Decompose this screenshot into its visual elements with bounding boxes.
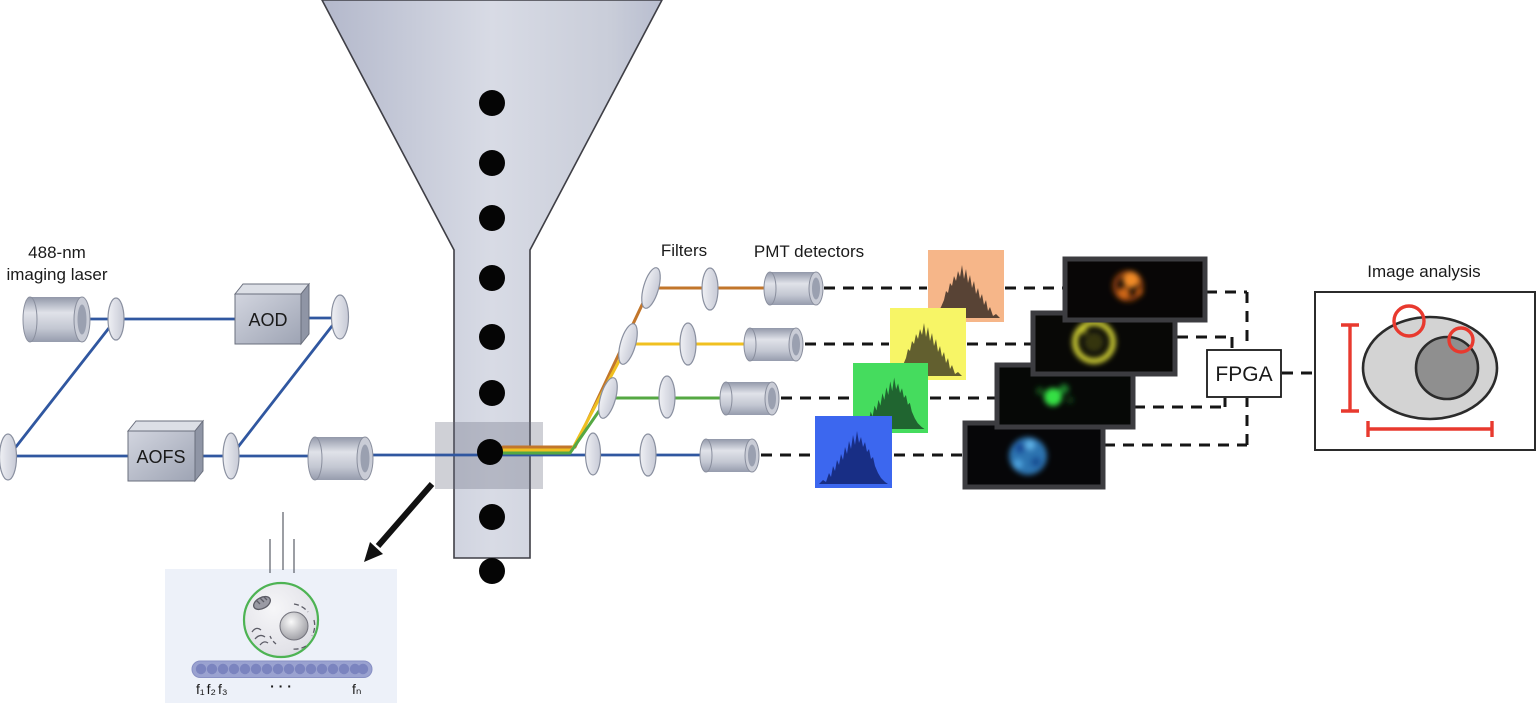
- cell-dot: [479, 558, 505, 584]
- aofs-box: AOFS: [126, 419, 205, 483]
- cell-dot: [479, 324, 505, 350]
- bandpass-filter-orange: [701, 267, 719, 311]
- image-analysis-title: Image analysis: [1367, 262, 1480, 281]
- fluorescence-image-orange: [1062, 256, 1208, 323]
- cell-dot: [479, 380, 505, 406]
- inset-cell-nucleus: [279, 611, 309, 641]
- objective-lens: [307, 436, 374, 481]
- lower-left-mirror: [0, 433, 18, 481]
- bandpass-filter-yellow: [679, 322, 697, 366]
- measurement-marks: [1341, 304, 1494, 437]
- beam-splitter-to-lower-mirror: [6, 317, 118, 459]
- dichroic-mirror-orange: [641, 267, 661, 309]
- inset-organelles: [251, 595, 316, 650]
- comb-label-dots: · · ·: [270, 678, 292, 694]
- cell-dot: [479, 150, 505, 176]
- analyzed-cell-nucleus: [1414, 335, 1480, 401]
- fpga-label: FPGA: [1215, 363, 1272, 386]
- image-analysis-panel: Image analysis: [1314, 262, 1536, 451]
- comb-label-fn: fₙ: [352, 681, 361, 697]
- bandpass-filter-blue: [639, 433, 657, 477]
- dichroic-mirror-green: [598, 377, 618, 419]
- pmt-detector-green: [719, 381, 780, 416]
- filters-label: Filters: [661, 241, 707, 260]
- cell-dot: [479, 90, 505, 116]
- vertical-caliper: [1341, 323, 1359, 413]
- flow-direction-lines: [269, 512, 295, 573]
- fluorescence-image-yellow: [1030, 310, 1178, 377]
- aofs-label: AOFS: [136, 447, 185, 467]
- cell-dot: [479, 265, 505, 291]
- beam-combiner: [222, 432, 240, 480]
- horizontal-caliper: [1366, 421, 1494, 437]
- spot-marker-circle: [1392, 304, 1426, 338]
- laser-label-line1: 488-nm: [28, 243, 86, 262]
- pmt-detector-yellow: [743, 327, 804, 362]
- laser-label-line2: imaging laser: [6, 265, 107, 284]
- turning-mirror: [330, 294, 350, 340]
- aod-label: AOD: [248, 310, 287, 330]
- bandpass-filter-green: [658, 375, 676, 419]
- aod-box: AOD: [233, 282, 311, 346]
- cell-dot: [479, 205, 505, 231]
- dichroic-mirror-yellow: [618, 323, 638, 365]
- zoom-arrow: [364, 482, 435, 562]
- cell-dot: [479, 504, 505, 530]
- cell-dot-interrogated: [477, 439, 503, 465]
- laser-source: [22, 296, 91, 343]
- spot-marker-circle: [1447, 326, 1475, 354]
- fpga-box: FPGA: [1206, 349, 1282, 398]
- signal-trace-blue: [815, 416, 892, 488]
- pmt-detectors-label: PMT detectors: [754, 242, 864, 261]
- beam-splitter-lens: [107, 297, 125, 341]
- collection-lens-blue: [584, 432, 602, 476]
- fluorescence-image-blue: [962, 420, 1106, 490]
- pmt-detector-orange: [763, 271, 824, 306]
- dashed-signal-lines: [761, 286, 1314, 457]
- pmt-detector-blue: [699, 438, 760, 473]
- flowing-cells: [477, 90, 505, 584]
- beam-mirror-to-combiner: [229, 315, 341, 458]
